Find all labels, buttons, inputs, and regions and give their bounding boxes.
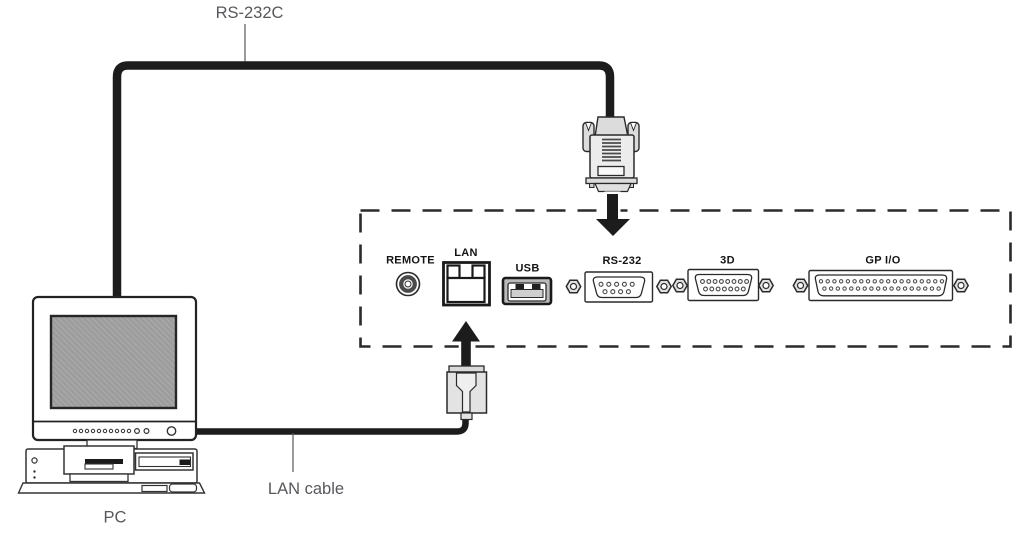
monitor-screen xyxy=(49,314,178,410)
lan-plug xyxy=(446,365,488,421)
pc-label: PC xyxy=(104,509,127,527)
usb-port-label: USB xyxy=(515,263,539,275)
rs232-port xyxy=(565,271,673,303)
rs232-pins-top xyxy=(598,281,635,287)
desktop-unit xyxy=(17,445,206,494)
rs232c-cable xyxy=(112,61,615,300)
rs232-port-label: RS-232 xyxy=(602,255,641,267)
rs232c-cable-label: RS-232C xyxy=(216,4,284,22)
monitor-power-button xyxy=(166,426,177,436)
gpio-port xyxy=(792,269,970,302)
pc-illustration xyxy=(17,295,206,494)
gpio-port-label: GP I/O xyxy=(865,255,900,267)
usb-port xyxy=(501,276,553,306)
rs232c-dsub-plug xyxy=(582,116,640,193)
monitor-vent-dots xyxy=(72,428,132,434)
gpio-pins-top xyxy=(818,279,945,284)
3d-port-label: 3D xyxy=(720,255,735,267)
lan-port xyxy=(442,261,491,307)
remote-port-label: REMOTE xyxy=(386,255,435,267)
3d-pins-top xyxy=(700,279,750,284)
rs232-pins-bottom xyxy=(602,289,631,295)
gpio-pins-bottom xyxy=(822,286,941,291)
lan-port-label: LAN xyxy=(454,247,478,259)
3d-port xyxy=(671,268,775,302)
crt-monitor xyxy=(31,295,198,450)
lan-cable xyxy=(196,415,469,435)
3d-pins-bottom xyxy=(703,286,746,292)
lan-cable-label: LAN cable xyxy=(268,480,344,498)
down-arrow xyxy=(589,191,637,240)
remote-port xyxy=(395,271,421,297)
